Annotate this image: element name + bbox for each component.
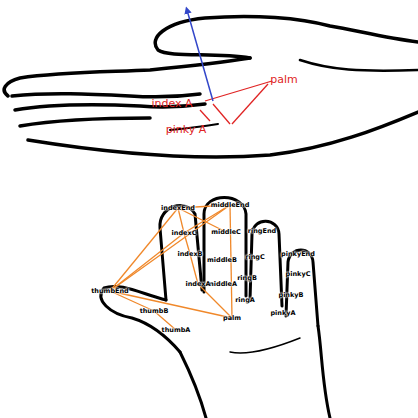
- joint-label: indexA: [185, 281, 210, 288]
- part-label: pinky A: [166, 124, 207, 135]
- joint-label: pinkyC: [286, 271, 311, 278]
- side-hand: [4, 16, 418, 157]
- joint-label: middleA: [207, 281, 237, 288]
- joint-label: ringB: [237, 275, 257, 282]
- normal-vector-arrow: [187, 10, 213, 101]
- joint-label: middleEnd: [211, 202, 250, 209]
- joint-label: indexB: [177, 251, 202, 258]
- joint-label: indexEnd: [161, 205, 195, 212]
- joint-label: indexC: [172, 230, 197, 237]
- joint-label: ringC: [245, 254, 264, 261]
- joint-label: ringA: [235, 297, 255, 304]
- joint-label: middleC: [211, 229, 241, 236]
- part-label: index A: [151, 98, 192, 109]
- red-leader-lines: [200, 81, 272, 124]
- front-hand: [101, 198, 330, 418]
- joint-label: pinkyA: [270, 310, 295, 317]
- joint-label: palm: [223, 315, 241, 322]
- joint-label: thumbEnd: [91, 288, 129, 295]
- joint-label: ringEnd: [248, 228, 276, 235]
- joint-label: pinkyEnd: [281, 251, 315, 258]
- orange-connection-lines: [110, 205, 232, 330]
- part-label: palm: [270, 74, 298, 85]
- joint-label: pinkyB: [278, 292, 303, 299]
- joint-label: middleB: [207, 257, 237, 264]
- joint-label: thumbA: [162, 327, 191, 334]
- joint-label: thumbB: [140, 308, 169, 315]
